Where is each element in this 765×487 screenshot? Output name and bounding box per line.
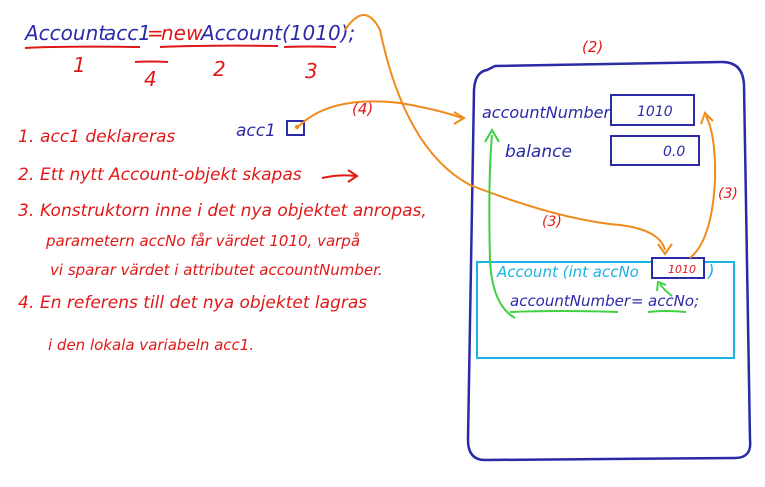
balance-box xyxy=(610,135,700,166)
object-step-marker: (2) xyxy=(582,38,603,56)
step-3-text-line-2: parametern accNo får värdet 1010, varpå xyxy=(45,232,360,250)
step-2-arrowhead xyxy=(347,169,359,183)
constructor-header: Account (int accNo xyxy=(496,263,639,281)
step-1-number: 1. xyxy=(18,127,34,147)
balance-label: balance xyxy=(505,142,572,162)
reference-arrowhead xyxy=(453,111,466,125)
statement-args: (1010); xyxy=(282,21,355,45)
assign-target-arrow xyxy=(488,134,516,319)
assign-rhs-underline xyxy=(647,310,687,313)
assign-rhs: accNo; xyxy=(648,292,699,310)
constructor-close-paren: ) xyxy=(706,262,715,282)
constructor-box xyxy=(476,261,735,359)
statement-type: Account xyxy=(23,21,107,45)
object-box xyxy=(466,60,752,462)
statement-var: acc1 xyxy=(104,21,151,45)
statement-label-3: 3 xyxy=(305,59,318,83)
assign-lhs: accountNumber xyxy=(510,292,631,310)
param-link-arrowhead xyxy=(656,280,667,292)
steps-list: 1. acc1 deklareras acc1 2. Ett nytt Acco… xyxy=(18,120,427,354)
account-number-value: 1010 xyxy=(637,104,673,120)
step-2-text: Ett nytt Account-objekt skapas xyxy=(40,165,302,185)
reference-arrow xyxy=(297,100,463,128)
underline-4 xyxy=(134,60,169,63)
step-3-text: Konstruktorn inne i det nya objektet anr… xyxy=(40,201,427,221)
step-1-text: acc1 deklareras xyxy=(40,127,175,147)
step-3-number: 3. xyxy=(18,201,34,221)
constructor-param-box xyxy=(651,257,705,279)
param-link-arrow xyxy=(659,283,673,297)
step-2-number: 2. xyxy=(18,165,34,185)
step-3-text-line-3: vi sparar värdet i attributet accountNum… xyxy=(50,261,383,279)
underline-2 xyxy=(159,44,279,48)
acc1-variable-box xyxy=(286,120,305,136)
call-step-marker: (3) xyxy=(542,214,562,230)
constructor-param-value: 1010 xyxy=(668,263,696,276)
assign-eq: = xyxy=(631,292,644,310)
reference-step-marker: (4) xyxy=(352,100,373,118)
balance-value: 0.0 xyxy=(663,144,685,160)
statement-keyword: new xyxy=(161,21,203,45)
account-number-label: accountNumber xyxy=(482,103,611,122)
assign-lhs-underline xyxy=(509,310,619,313)
assign-value-arrow xyxy=(689,115,717,259)
step-2-arrow xyxy=(321,174,356,179)
statement-label-1: 1 xyxy=(73,53,86,77)
call-arrow xyxy=(344,14,666,251)
account-object: (2) accountNumber 1010 balance 0.0 Accou… xyxy=(466,38,752,462)
account-number-box xyxy=(610,94,695,126)
assign-target-arrowhead xyxy=(484,128,500,143)
step-4-number: 4. xyxy=(18,293,34,313)
statement-equals: = xyxy=(147,21,164,45)
underline-1 xyxy=(24,45,141,49)
call-arrowhead xyxy=(657,243,673,256)
statement-label-2: 2 xyxy=(213,57,226,81)
step-4-text: En referens till det nya objektet lagras xyxy=(40,293,367,313)
assign-value-arrowhead xyxy=(700,111,714,125)
underline-3 xyxy=(283,45,337,48)
step-4-text-line-2: i den lokala variabeln acc1. xyxy=(48,336,254,354)
statement: Account acc1 = new Account (1010); 1 4 2… xyxy=(23,21,355,91)
acc1-variable-label: acc1 xyxy=(236,121,276,141)
assign-value-step-marker: (3) xyxy=(718,186,738,202)
statement-label-4: 4 xyxy=(144,67,157,91)
statement-ctor: Account xyxy=(199,21,283,45)
